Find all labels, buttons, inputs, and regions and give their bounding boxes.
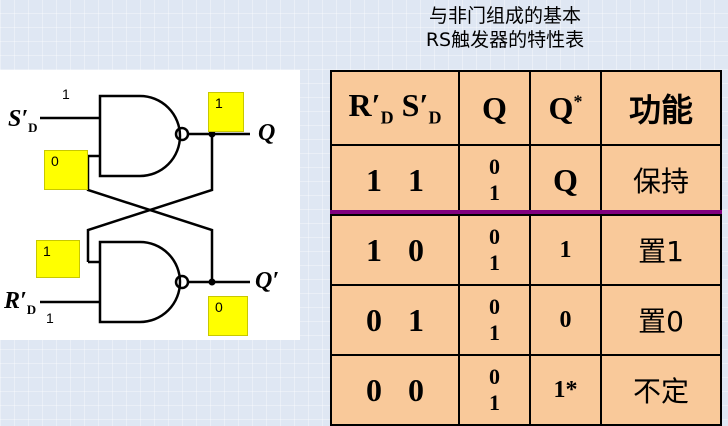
title-line-2: RS触发器的特性表	[425, 29, 585, 51]
header-qstar: Q*	[528, 70, 603, 146]
bottom-inversion-bubble	[174, 274, 190, 290]
separator-line	[330, 210, 722, 214]
rs-latch-circuit: S′D R′D Q Q′ 1 1 1 0 1 0	[0, 70, 300, 340]
q-output-label: Q	[258, 120, 276, 146]
qn-feedback-wire	[86, 156, 214, 282]
qn-value-box: 0	[208, 296, 248, 336]
r-input-label: R′D	[4, 288, 37, 317]
bottom-nand-gate	[98, 240, 182, 324]
top-feedback-value-box: 0	[44, 150, 88, 190]
circuit-wiring	[40, 94, 250, 324]
s-input-value: 1	[62, 86, 70, 102]
table-title: 与非门组成的基本 RS触发器的特性表	[385, 4, 625, 52]
header-function: 功能	[600, 70, 722, 146]
qn-output-label: Q′	[255, 268, 280, 294]
r-input-value: 1	[46, 310, 54, 326]
s-input-label: S′D	[8, 106, 38, 135]
q-value-box: 1	[208, 92, 244, 132]
top-nand-gate	[98, 94, 182, 178]
top-inversion-bubble	[174, 126, 190, 142]
header-rs: R′D S′D	[329, 70, 461, 146]
table-header-row: R′D S′D Q Q* 功能	[329, 70, 722, 146]
header-q: Q	[458, 70, 531, 146]
title-line-1: 与非门组成的基本	[428, 5, 581, 27]
bottom-feedback-value-box: 1	[36, 240, 80, 278]
